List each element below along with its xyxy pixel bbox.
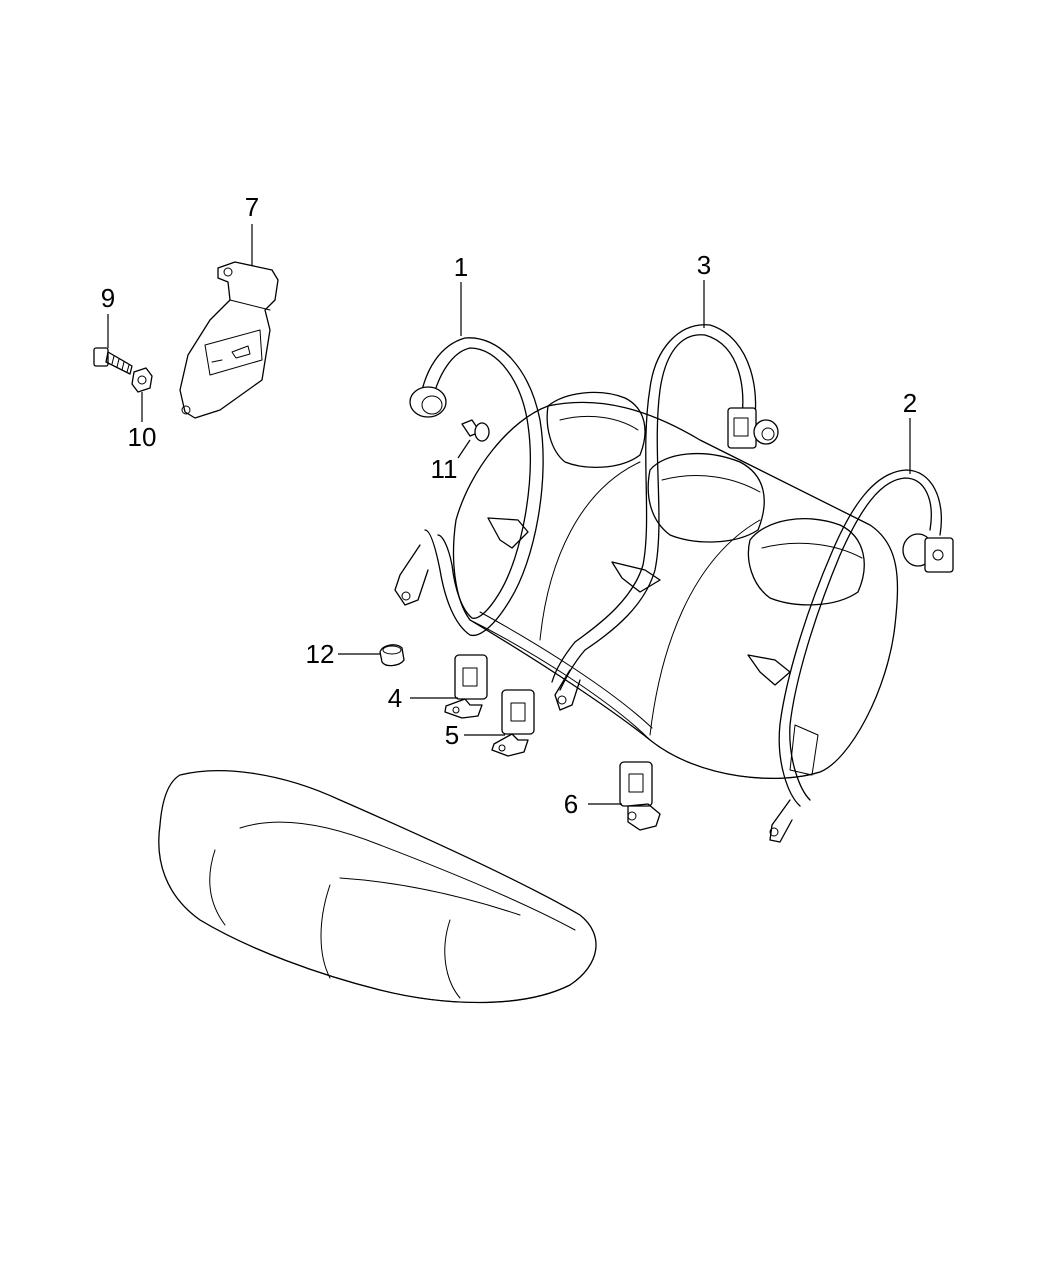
callout-1: 1 <box>454 252 468 282</box>
seat-cushion <box>158 770 597 1004</box>
callout-9: 9 <box>101 283 115 313</box>
callout-2: 2 <box>903 388 917 418</box>
seat-back <box>452 391 899 779</box>
seat-belt-2 <box>747 469 954 843</box>
callout-labels: 1 2 3 4 5 6 7 9 10 11 12 <box>101 192 917 819</box>
nut-10 <box>131 367 153 393</box>
buckle-5 <box>491 689 535 757</box>
bracket-7 <box>179 261 279 419</box>
leader-lines <box>107 224 911 805</box>
callout-3: 3 <box>697 250 711 280</box>
callout-10: 10 <box>128 422 157 452</box>
bolt-9 <box>93 347 133 375</box>
pin-11 <box>461 419 490 442</box>
seat-belt-1 <box>394 337 544 637</box>
buckle-6 <box>619 761 661 831</box>
cap-12 <box>379 644 405 667</box>
callout-12: 12 <box>306 639 335 669</box>
buckle-4 <box>444 654 488 719</box>
callout-4: 4 <box>388 683 402 713</box>
callout-11: 11 <box>431 454 458 484</box>
callout-5: 5 <box>445 720 459 750</box>
callout-6: 6 <box>564 789 578 819</box>
seat-belt-3 <box>551 324 779 711</box>
callout-7: 7 <box>245 192 259 222</box>
